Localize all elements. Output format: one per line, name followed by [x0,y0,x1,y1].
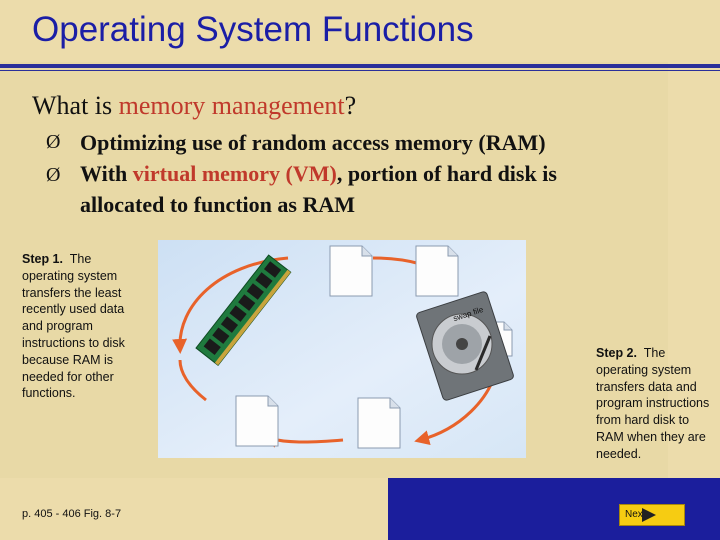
step1-line: instructions to disk [22,335,125,350]
question-suffix: ? [344,91,357,120]
step1-line: The [69,252,92,266]
step1-line: because RAM is [22,352,114,367]
step2-line: operating system [596,362,692,377]
bullet-2-highlight: virtual memory (VM) [132,161,337,186]
step1-line: functions. [22,386,76,401]
hard-disk-icon: swap file [416,291,514,401]
document-icon [357,397,401,449]
step1-line: recently used data [22,302,125,317]
question-line: What is memory management? [32,91,356,121]
document-icon [415,245,459,297]
bullet-2-suffix: , portion of hard disk is [336,161,557,186]
bullet-2-prefix: With [80,161,133,186]
ram-module-icon [195,254,292,366]
play-arrow-icon [642,508,656,522]
footer-band-left [0,478,388,540]
title-rule-thin [0,70,720,71]
question-highlight: memory management [118,91,345,120]
virtual-memory-diagram: swap file [158,240,526,458]
step2-caption: Step 2. The operating system transfers d… [596,345,720,463]
step2-label: Step 2. [596,346,637,360]
next-button[interactable]: Next [619,504,685,526]
bullet-2: With virtual memory (VM), portion of har… [80,158,557,220]
step2-line: needed. [596,446,642,461]
document-icon [235,395,279,447]
question-prefix: What is [32,91,119,120]
bullet-1: Optimizing use of random access memory (… [80,130,546,155]
bullet-marker-2: Ø [46,164,61,186]
step2-line: transfers data and [596,379,697,394]
step2-line: from hard disk to [596,413,690,428]
document-icon [329,245,373,297]
bullet-marker-1: Ø [46,131,61,153]
page-reference: p. 405 - 406 Fig. 8-7 [22,508,122,520]
step1-caption: Step 1. The operating system transfers t… [22,251,154,402]
slide-title: Operating System Functions [32,10,474,49]
step1-line: needed for other [22,369,114,384]
step2-line: RAM when they are [596,429,706,444]
right-band [668,62,720,540]
title-rule [0,64,720,68]
title-band [0,0,720,62]
step1-line: operating system [22,268,118,283]
step2-line: The [643,346,666,360]
bullet-2-line2: allocated to function as RAM [80,192,355,217]
step1-label: Step 1. [22,252,63,266]
step2-line: program instructions [596,396,710,411]
step1-line: transfers the least [22,285,122,300]
step1-line: and program [22,319,93,334]
next-label: Next [625,509,646,520]
